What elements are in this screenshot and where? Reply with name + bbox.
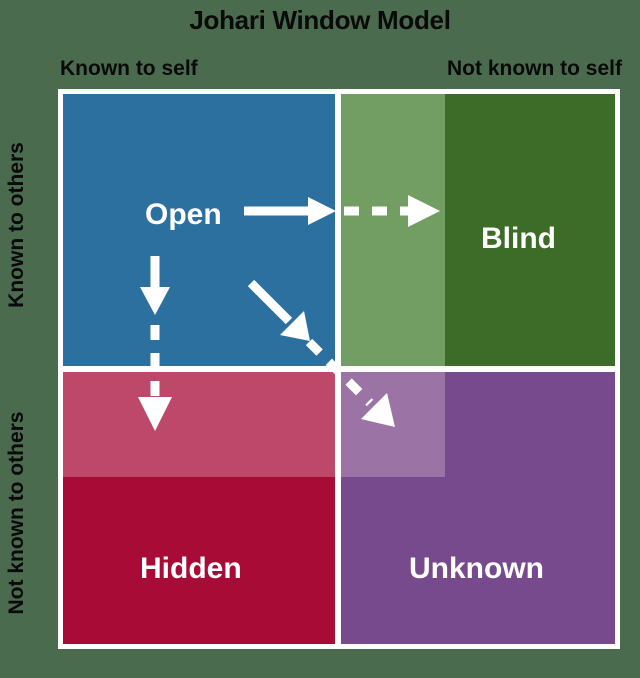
hidden-expansion-band <box>63 372 335 477</box>
quadrant-grid: Open Blind Hidden Unknown <box>58 89 620 649</box>
row-header-known-to-others: Known to others <box>5 142 28 308</box>
quadrant-label-hidden: Hidden <box>140 552 242 585</box>
column-header-known-to-self: Known to self <box>60 57 198 80</box>
column-header-not-known-to-self: Not known to self <box>447 57 622 80</box>
quadrant-label-open: Open <box>145 198 222 231</box>
quadrant-label-blind: Blind <box>481 222 556 255</box>
quadrant-open: Open <box>63 94 335 366</box>
row-header-not-known-to-others: Not known to others <box>5 411 28 615</box>
quadrant-blind: Blind <box>341 94 615 366</box>
blind-expansion-band <box>341 94 445 366</box>
page-title: Johari Window Model <box>189 5 451 35</box>
quadrant-hidden: Hidden <box>63 372 335 644</box>
quadrant-label-unknown: Unknown <box>409 552 544 585</box>
quadrant-unknown: Unknown <box>341 372 615 644</box>
unknown-expansion-band <box>341 372 445 477</box>
